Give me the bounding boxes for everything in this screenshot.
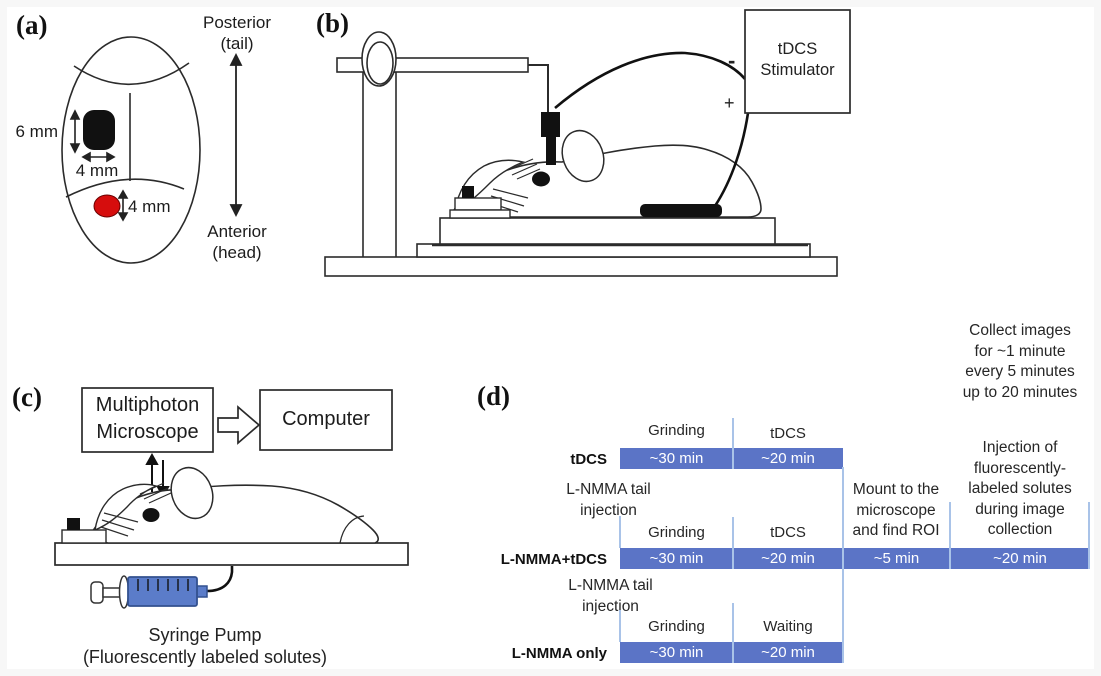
seg-label-r1-tdcs: tDCS (770, 425, 806, 442)
seg-label-r3-waiting: Waiting (763, 618, 813, 635)
row-label-lnmma-tdcs: L-NMMA+tDCS (500, 551, 607, 568)
microscope-box (81, 387, 214, 453)
note-mount-roi: Mount to the microscope and find ROI (852, 481, 940, 539)
minus-terminal: - (728, 48, 736, 73)
wire-positive (713, 112, 750, 207)
head-post-knob (462, 186, 474, 198)
bar-seg: ~30 min (649, 644, 704, 661)
seg-label-r2-tdcs: tDCS (770, 524, 806, 541)
seg-label-r2-grinding: Grinding (648, 524, 705, 541)
divider-r2a (732, 517, 734, 569)
head-hatch-lines (507, 158, 541, 180)
mouse-ear-c (170, 466, 214, 520)
stage-base (324, 256, 838, 277)
mouse-eye (532, 171, 550, 187)
label-posterior: Posterior (tail) (202, 13, 272, 53)
computer-label: Computer (282, 408, 370, 430)
row-label-tdcs: tDCS (570, 451, 607, 468)
tick-lnmma-r3 (619, 610, 621, 642)
counter-electrode-pad (640, 204, 722, 217)
panel-b-letter: (b) (316, 8, 349, 38)
label-4mm-width: 4 mm (75, 161, 119, 180)
microscope-label: Multiphoton Microscope (95, 394, 200, 443)
syringe-caption: Syringe Pump (Fluorescently labeled solu… (82, 625, 328, 667)
bar-seg: ~20 min (761, 550, 815, 567)
block-arrow-icon (217, 405, 261, 445)
electrode-tip (546, 137, 556, 165)
plunger-rod (102, 587, 122, 598)
wire-negative (554, 51, 746, 109)
arrow-6mm (69, 109, 81, 154)
mouse-whiskers-c (100, 512, 139, 537)
bar-seg: ~5 min (873, 550, 920, 567)
label-6mm: 6 mm (15, 122, 59, 141)
hind-leg-line (339, 515, 365, 544)
head-holder-c (61, 529, 107, 544)
panel-c-letter: (c) (12, 382, 42, 412)
panel-c-drawing (54, 387, 409, 609)
stand-clamp-knob-inner (366, 41, 394, 85)
bar-seg: ~20 min (761, 450, 815, 467)
skull-suture-top (73, 62, 190, 86)
mouse-platform (54, 542, 409, 566)
head-post-knob-c (67, 518, 80, 530)
plunger-handle (90, 581, 104, 604)
axis-arrow-posterior-anterior (229, 52, 243, 218)
seg-label-r1-grinding: Grinding (648, 422, 705, 439)
arrow-4mm-red (117, 189, 129, 222)
stimulator-box (744, 9, 851, 114)
note-injection: Injection of fluorescently- labeled solu… (968, 439, 1072, 538)
bar-seg: ~30 min (649, 550, 704, 567)
note-collect-images: Collect images for ~1 minute every 5 min… (962, 322, 1078, 401)
stimulator-label: tDCS Stimulator (760, 40, 835, 79)
tick-lnmma-r2 (619, 516, 621, 548)
mouse-outline (451, 144, 762, 218)
mouse-ear (561, 129, 605, 183)
row-label-lnmma-only: L-NMMA only (511, 645, 607, 662)
label-4mm-red: 4 mm (128, 197, 171, 216)
mouse-outline-c (91, 484, 379, 544)
stand-post (362, 71, 397, 259)
injection-tube (206, 566, 234, 593)
panel-a-drawing (61, 36, 243, 264)
stage-top-platform (439, 217, 776, 245)
head-hatch-lines-c (139, 482, 172, 504)
electrode-holder-rod (528, 64, 549, 114)
bar-seg: ~20 min (993, 550, 1047, 567)
timeline-bar-lnmma-tdcs: ~30 min ~20 min ~5 min ~20 min (620, 548, 1090, 569)
timeline-bar-lnmma-only: ~30 min ~20 min (620, 642, 843, 663)
skull-suture-bottom (65, 178, 185, 198)
panel-a-letter: (a) (16, 10, 48, 40)
note-lnmma-row3: L-NMMA tail injection (568, 577, 653, 615)
computer-box (259, 389, 393, 451)
note-lnmma-row2: L-NMMA tail injection (566, 481, 651, 519)
mouse-body-c (61, 466, 379, 544)
bar-seg: ~30 min (649, 450, 704, 467)
label-anterior: Anterior (head) (207, 222, 267, 262)
mouse-eye-c (142, 508, 160, 522)
divider-tall-tdcs-end (842, 467, 844, 663)
divider-r2-end (1088, 502, 1090, 569)
electrode-top-block (541, 112, 560, 137)
panel-d-letter: (d) (477, 381, 510, 411)
plus-terminal: + (724, 93, 735, 113)
divider-r3 (732, 603, 734, 663)
seg-label-r3-grinding: Grinding (648, 618, 705, 635)
stimulation-electrode-area (83, 110, 115, 150)
imaging-site-red (93, 194, 121, 218)
arrow-4mm-width (81, 151, 116, 163)
syringe-pump-icon (90, 566, 234, 609)
head-holder (454, 197, 502, 211)
divider-r2b (949, 502, 951, 569)
head-drape-c (94, 483, 158, 532)
syringe-barrel (127, 576, 198, 607)
mouse-body (449, 129, 762, 219)
panel-b-drawing (324, 9, 851, 277)
bar-seg: ~20 min (761, 644, 815, 661)
divider-r1 (732, 418, 734, 469)
timeline-bar-tdcs: ~30 min ~20 min (620, 448, 843, 469)
head-holder-base (449, 209, 511, 219)
syringe-graduations (137, 579, 189, 591)
